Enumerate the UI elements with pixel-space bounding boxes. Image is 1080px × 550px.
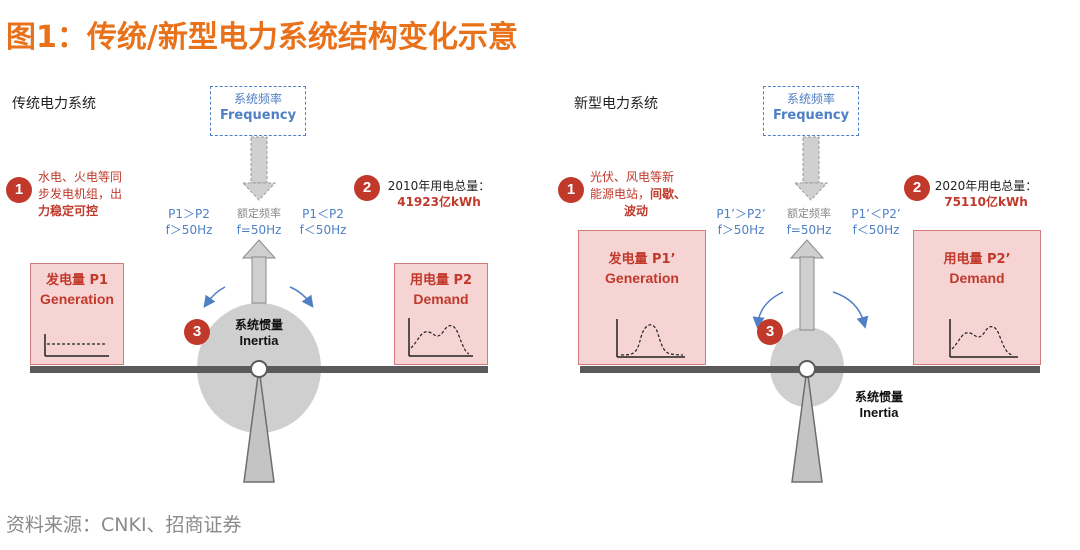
right-gen-note-line1: 光伏、风电等新 — [590, 170, 675, 184]
right-cond-over-l1: P1’＞P2’ — [716, 207, 766, 221]
left-cond-over-l1: P1＞P2 — [168, 207, 210, 221]
right-demand-note-line1: 2020年用电总量： — [934, 179, 1038, 193]
left-inertia-en: Inertia — [239, 333, 279, 348]
left-cond-under: P1＜P2 f＜50Hz — [294, 206, 352, 238]
right-gen-note-line2a: 能源电站， — [590, 187, 651, 201]
right-rated-l1: 额定频率 — [787, 207, 831, 220]
right-pivot — [798, 360, 816, 378]
left-gen-box-en: Generation — [40, 291, 114, 307]
left-badge-1: 1 — [6, 177, 32, 203]
left-gen-note-line2: 步发电机组，出 — [38, 187, 123, 201]
right-fulcrum — [791, 367, 823, 483]
right-cond-under-l2: f＜50Hz — [852, 223, 900, 237]
right-panel-heading: 新型电力系统 — [574, 96, 658, 112]
right-generation-box: 发电量 P1’ Generation — [578, 230, 706, 365]
page-title: 图1：传统/新型电力系统结构变化示意 — [6, 20, 518, 55]
left-demand-curve-icon — [408, 318, 473, 357]
right-gen-volatile-curve-icon — [616, 319, 685, 358]
right-badge-1: 1 — [558, 177, 584, 203]
right-gen-note-line2: 能源电站，间歇、 — [590, 186, 690, 203]
left-demand-box-cn: 用电量 P2 — [409, 273, 473, 288]
left-indicator-arrow — [241, 239, 277, 304]
left-cond-under-l1: P1＜P2 — [302, 207, 344, 221]
right-cond-under: P1’＜P2’ f＜50Hz — [843, 206, 909, 238]
right-demand-box-cn: 用电量 P2’ — [943, 252, 1011, 267]
right-gen-note-line3: 波动 — [624, 204, 649, 218]
left-pivot — [250, 360, 268, 378]
left-demand-note-line2: 41923亿kWh — [397, 195, 481, 209]
left-panel-heading: 传统电力系统 — [12, 96, 96, 112]
right-frequency-cn: 系统频率 — [786, 92, 835, 106]
right-badge-2: 2 — [904, 175, 930, 201]
left-cw-arrow — [289, 286, 314, 308]
left-frequency-en: Frequency — [219, 108, 297, 123]
left-rated-l1: 额定频率 — [237, 207, 281, 220]
left-inertia-cn: 系统惯量 — [234, 318, 283, 332]
right-frequency-down-arrow — [793, 136, 829, 201]
right-gen-note-line2b: 间歇、 — [650, 187, 687, 201]
left-demand-note: 2010年用电总量： 41923亿kWh — [384, 178, 494, 210]
left-badge-3: 3 — [184, 319, 210, 345]
left-gen-flat-curve-icon — [44, 334, 109, 357]
left-badge-2: 2 — [354, 175, 380, 201]
left-inertia-label: 系统惯量 Inertia — [222, 316, 296, 348]
left-rated-l2: f=50Hz — [236, 223, 282, 237]
left-frequency-down-arrow — [241, 136, 277, 201]
right-demand-curve-icon — [949, 319, 1018, 358]
left-frequency-box: 系统频率 Frequency — [210, 86, 306, 136]
right-cond-under-l1: P1’＜P2’ — [851, 207, 901, 221]
right-rated-l2: f=50Hz — [786, 223, 832, 237]
right-demand-note: 2020年用电总量： 75110亿kWh — [930, 178, 1042, 210]
left-frequency-cn: 系统频率 — [233, 92, 282, 106]
right-cw-arrow — [832, 291, 869, 329]
left-cond-under-l2: f＜50Hz — [299, 223, 347, 237]
right-demand-box: 用电量 P2’ Demand — [913, 230, 1041, 365]
right-indicator-arrow — [789, 239, 825, 331]
right-generation-note: 光伏、风电等新 能源电站，间歇、 波动 — [590, 169, 690, 220]
left-demand-box-en: Demand — [413, 291, 469, 307]
right-inertia-cn: 系统惯量 — [854, 390, 903, 404]
left-gen-note-line1: 水电、火电等同 — [38, 170, 123, 184]
right-demand-box-en: Demand — [949, 270, 1005, 286]
left-generation-box: 发电量 P1 Generation — [30, 263, 124, 365]
right-inertia-label: 系统惯量 Inertia — [842, 388, 916, 420]
left-gen-box-cn: 发电量 P1 — [45, 273, 109, 288]
left-ccw-arrow — [203, 286, 226, 308]
left-cond-over-l2: f＞50Hz — [165, 223, 213, 237]
right-gen-box-cn: 发电量 P1’ — [608, 252, 676, 267]
right-demand-note-line2: 75110亿kWh — [944, 195, 1028, 209]
right-badge-3: 3 — [757, 319, 783, 345]
right-ccw-arrow — [752, 291, 784, 329]
left-demand-box: 用电量 P2 Demand — [394, 263, 488, 365]
left-cond-over: P1＞P2 f＞50Hz — [160, 206, 218, 238]
right-gen-box-en: Generation — [605, 270, 679, 286]
left-gen-note-line3: 力稳定可控 — [38, 204, 99, 218]
left-rated-frequency: 额定频率 f=50Hz — [228, 206, 290, 238]
right-frequency-box: 系统频率 Frequency — [763, 86, 859, 136]
right-cond-over: P1’＞P2’ f＞50Hz — [708, 206, 774, 238]
right-rated-frequency: 额定频率 f=50Hz — [778, 206, 840, 238]
right-cond-over-l2: f＞50Hz — [717, 223, 765, 237]
left-demand-note-line1: 2010年用电总量： — [387, 179, 491, 193]
right-frequency-en: Frequency — [772, 108, 850, 123]
right-inertia-en: Inertia — [859, 405, 899, 420]
left-generation-note: 水电、火电等同 步发电机组，出 力稳定可控 — [38, 169, 130, 220]
source-note: 资料来源：CNKI、招商证券 — [6, 514, 242, 536]
left-fulcrum — [243, 367, 275, 483]
